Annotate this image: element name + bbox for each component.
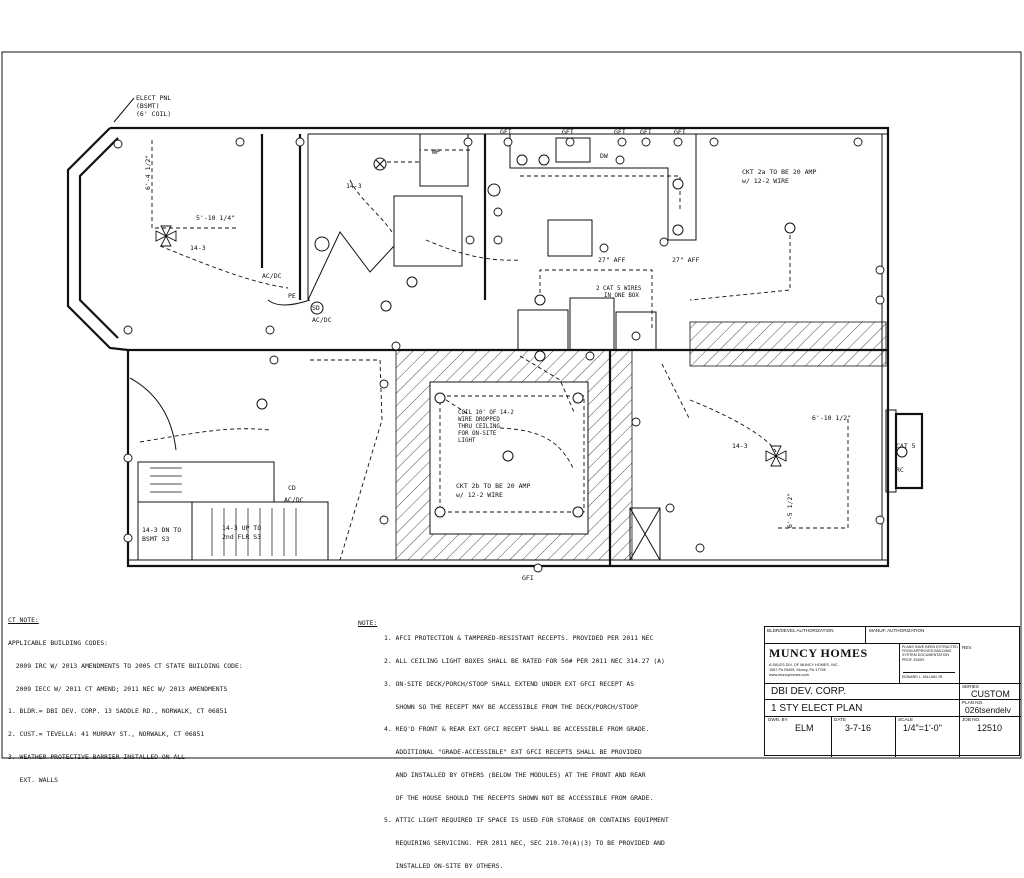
stamp-line: PLANS HAVE BEEN EXTRACTED bbox=[902, 645, 958, 649]
dwn-by-label: DWN. BY bbox=[768, 717, 788, 722]
height-label: 27" AFF bbox=[598, 256, 625, 264]
ct-note-line: EXT. WALLS bbox=[8, 775, 59, 784]
ct-note-title: CT NOTE: bbox=[8, 616, 39, 625]
date-label: DATE bbox=[834, 717, 846, 722]
job-no-value: 12510 bbox=[977, 723, 1003, 733]
wp-label: WP bbox=[432, 148, 440, 156]
bldr-auth-label: BLDR/DEVEL AUTHORIZATION bbox=[767, 628, 834, 633]
sheet-border bbox=[1, 51, 1022, 759]
acdc-label: AC/DC bbox=[284, 496, 304, 504]
mfr-auth-label: MANUF. AUTHORIZATION bbox=[869, 628, 925, 633]
acdc-label: AC/DC bbox=[312, 316, 332, 324]
wire-14-3-label: 14-3 bbox=[190, 244, 206, 252]
scale-label: SCALE bbox=[898, 717, 914, 722]
cat5-label: CAT 5 bbox=[896, 442, 916, 450]
dwn-by-value: ELM bbox=[795, 723, 814, 733]
ct-note: CT NOTE: APPLICABLE BUILDING CODES: 2009… bbox=[8, 602, 338, 792]
general-note-line: SHOWN SO THE RECEPT MAY BE ACCESSIBLE FR… bbox=[384, 702, 638, 711]
general-note-line: ADDITIONAL "GRADE-ACCESSIBLE" EXT GFCI R… bbox=[384, 748, 642, 757]
panel-label: ELECT PNL(BSMT)(6' COIL) bbox=[136, 94, 171, 118]
ct-note-line: 3. WEATHER PROTECTIVE BARRIER INSTALLED … bbox=[8, 752, 185, 761]
general-note-line: 3. ON-SITE DECK/PORCH/STOOP SHALL EXTEND… bbox=[384, 679, 635, 688]
rc-label: RC bbox=[896, 466, 904, 474]
prof-engr-label: PROF. ENGR. bbox=[902, 658, 925, 662]
acdc-label: AC/DC bbox=[262, 272, 282, 280]
general-note-line: 5. ATTIC LIGHT REQUIRED IF SPACE IS USED… bbox=[384, 816, 669, 825]
engineer-name: EDWARD L. MILLIAN JR. bbox=[902, 675, 944, 679]
general-note-title: NOTE: bbox=[358, 619, 378, 627]
general-note-line: AND INSTALLED BY OTHERS (BELOW THE MODUL… bbox=[384, 770, 646, 779]
ct-note-line: 2009 IRC W/ 2013 AMENDMENTS TO 2005 CT S… bbox=[8, 661, 243, 670]
ct-note-line: 2. CUST.= TEVELLA: 41 MURRAY ST., NORWAL… bbox=[8, 730, 205, 739]
rev-label: REV. bbox=[962, 645, 973, 650]
series-value: CUSTOM bbox=[971, 689, 1010, 699]
dw-label: DW bbox=[600, 152, 608, 160]
dimension-label: 5'-10 1/4" bbox=[196, 214, 235, 222]
dimension-label: 6'-4 1/2" bbox=[144, 155, 152, 190]
general-note-line: 2. ALL CEILING LIGHT BOXES SHALL BE RATE… bbox=[384, 656, 665, 665]
dimension-label: 6'-5 1/2" bbox=[786, 493, 794, 528]
series-label: SERIES bbox=[962, 684, 979, 689]
company-address: 1567 Pa Rt405, Muncy, Pa 17756 bbox=[769, 668, 826, 672]
ct-note-line: 2009 IECC W/ 2011 CT AMEND; 2011 NEC W/ … bbox=[8, 684, 228, 693]
exterior-walls bbox=[66, 126, 890, 568]
height-label: 27" AFF bbox=[672, 256, 699, 264]
pe-label: PE bbox=[288, 292, 296, 300]
company-logo: MUNCY HOMES bbox=[769, 646, 868, 660]
stamp-line: FROM APPROVED BUILDING bbox=[902, 649, 952, 653]
general-note-line: REQUIRING SERVICING. PER 2011 NEC, SEC 2… bbox=[384, 839, 665, 848]
gfi-label: GFI bbox=[614, 128, 626, 136]
gfi-label: GFI bbox=[674, 128, 686, 136]
fireplace bbox=[885, 409, 924, 493]
wire-14-3-label: 14-3 bbox=[346, 182, 362, 190]
company-web: www.muncyhomes.com bbox=[769, 673, 809, 677]
date-value: 3-7-16 bbox=[845, 723, 872, 733]
electrical-plan-sheet: ELECT PNL(BSMT)(6' COIL) CKT 2a TO BE 20… bbox=[1, 51, 1022, 759]
stamp-line: SYSTEM DOCUMENTATION bbox=[902, 653, 949, 657]
wiring-runs bbox=[139, 140, 849, 561]
general-note-line: OF THE HOUSE SHOULD THE RECEPTS SHOWN NO… bbox=[384, 793, 654, 802]
general-note-line: INSTALLED ON-SITE BY OTHERS. bbox=[384, 862, 504, 870]
sd-label: SD bbox=[312, 304, 320, 312]
plan-annotations: ELECT PNL(BSMT)(6' COIL) CKT 2a TO BE 20… bbox=[113, 94, 916, 582]
general-note-line: 1. AFCI PROTECTION & TAMPERED-RESISTANT … bbox=[384, 634, 654, 643]
general-notes: 1. AFCI PROTECTION & TAMPERED-RESISTANT … bbox=[384, 620, 754, 878]
kitchen-counters bbox=[509, 134, 697, 351]
company-sub: A SALES DIV. OF MUNCY HOMES, INC. bbox=[769, 663, 839, 667]
ct-note-line: 1. BLDR.= DBI DEV. CORP. 13 SADDLE RD., … bbox=[8, 707, 228, 716]
client-name: DBI DEV. CORP. bbox=[771, 686, 847, 697]
gfi-label: GFI bbox=[500, 128, 512, 136]
plan-no-label: PLAN NO. bbox=[962, 700, 984, 705]
wire-14-3-label: 14-3 bbox=[732, 442, 748, 450]
sheet-title: 1 STY ELECT PLAN bbox=[771, 703, 863, 714]
dimension-label: 6'-10 1/2" bbox=[812, 414, 851, 422]
engineer-signature bbox=[903, 666, 955, 673]
scale-value: 1/4"=1'-0" bbox=[903, 723, 942, 733]
job-no-label: JOB NO. bbox=[962, 717, 981, 722]
cd-label: CD bbox=[288, 484, 296, 492]
receptacle-icons bbox=[113, 137, 885, 573]
ceiling-fan-icon bbox=[155, 225, 177, 247]
ct-note-line: APPLICABLE BUILDING CODES: bbox=[8, 638, 109, 647]
gfi-label: GFI bbox=[640, 128, 652, 136]
ceiling-fan-icon bbox=[765, 445, 787, 467]
plan-no-value: 026tsendelv bbox=[965, 705, 1011, 715]
light-fixture-icons bbox=[256, 154, 908, 518]
general-note-line: 4. REQ'D FRONT & REAR EXT GFCI RECEPT SH… bbox=[384, 725, 650, 734]
gfi-label: GFI bbox=[522, 574, 534, 582]
stair-area bbox=[129, 299, 329, 561]
interior-walls bbox=[260, 133, 661, 566]
gfi-label: GFI bbox=[562, 128, 574, 136]
title-block: BLDR/DEVEL AUTHORIZATION MANUF. AUTHORIZ… bbox=[764, 626, 1021, 757]
